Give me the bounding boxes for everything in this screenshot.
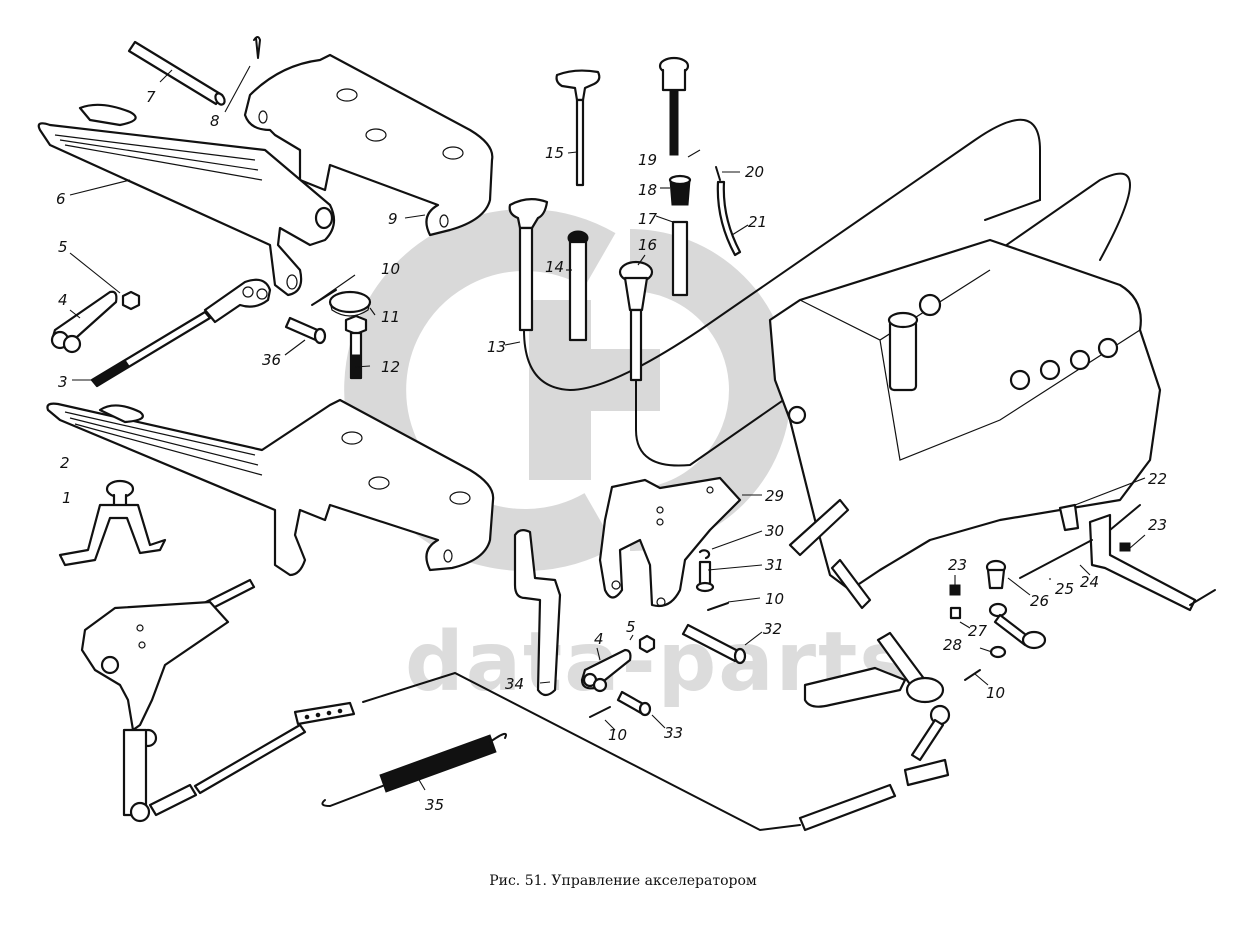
callout-11: 11: [381, 308, 400, 326]
callout-10-mid: 10: [765, 590, 784, 608]
callout-4-lower: 4: [594, 630, 604, 648]
callout-23-right: 23: [1148, 516, 1167, 534]
part-7-pin: [127, 40, 226, 106]
part-23-screw: [1119, 542, 1131, 552]
callout-8: 8: [210, 112, 220, 130]
part-16-choke-cable: [618, 172, 1131, 467]
callout-35: 35: [425, 796, 444, 814]
part-29-bracket: [598, 476, 742, 608]
callout-12: 12: [381, 358, 400, 376]
callout-36: 36: [262, 351, 281, 369]
part-6-accelerator-pedal: [37, 103, 336, 297]
callout-7: 7: [146, 88, 156, 106]
leader-lines: [69, 65, 1146, 791]
part-10-cotter-pin-3: [589, 706, 611, 718]
part-32-pin: [681, 623, 747, 665]
part-35-spring: [321, 732, 507, 808]
callout-2: 2: [60, 454, 70, 472]
part-20-wire: [715, 166, 721, 181]
part-28-nut: [989, 645, 1007, 659]
callout-27: 27: [968, 622, 988, 640]
callout-23-left: 23: [948, 556, 967, 574]
callout-13: 13: [487, 338, 506, 356]
part-4-clevis-2: [580, 648, 632, 693]
callout-19: 19: [638, 151, 657, 169]
part-11-cap: [328, 290, 372, 317]
part-36-bushing: [284, 316, 327, 345]
callout-9: 9: [388, 210, 398, 228]
callout-20: 20: [745, 163, 764, 181]
part-13-hand-throttle-cable: [508, 118, 1041, 392]
part-1-pedal-stop: [58, 479, 167, 567]
figure-caption: Рис. 51. Управление акселератором: [489, 873, 757, 889]
part-14-sleeve: [567, 230, 589, 342]
callout-15: 15: [545, 144, 564, 162]
part-22-clip: [1058, 503, 1080, 532]
part-5-nut: [121, 290, 141, 311]
part-4-clevis: [50, 290, 118, 354]
callout-5-lower: 5: [626, 618, 636, 636]
callout-10-right: 10: [986, 684, 1005, 702]
part-5-nut-2: [638, 634, 656, 654]
callout-28: 28: [943, 636, 962, 654]
pedal-assembly-lower: [46, 398, 495, 577]
callout-26: 26: [1030, 592, 1049, 610]
throttle-lever-assembly: [803, 631, 951, 787]
callout-4: 4: [58, 291, 68, 309]
callout-10-upper: 10: [381, 260, 400, 278]
callout-18: 18: [638, 181, 657, 199]
callout-6: 6: [56, 190, 66, 208]
part-10-cotter-pin-2: [707, 602, 729, 611]
part-27-sleeve: [949, 606, 962, 620]
callout-29: 29: [765, 487, 784, 505]
callout-34: 34: [505, 675, 524, 693]
part-34-lever: [513, 528, 562, 697]
part-30-washer: [698, 549, 711, 560]
callout-31: 31: [765, 556, 784, 574]
callout-14: 14: [545, 258, 564, 276]
part-17-sleeve: [671, 220, 689, 297]
part-10-cotter-pin-4: [964, 669, 981, 681]
part-19-knob: [658, 56, 690, 156]
part-21-tube: [716, 180, 742, 257]
callout-33: 33: [664, 724, 683, 742]
callouts: 7 8 6 9 5 4 3 10 11 12 36 2 1 13 14 15 1…: [56, 88, 1167, 814]
part-24-bracket: [1088, 504, 1216, 612]
part-25-wire: [1019, 539, 1093, 579]
callout-10-lower: 10: [608, 726, 627, 744]
part-3-adjusting-rod: [90, 278, 272, 388]
part-23-screw-2: [949, 584, 961, 596]
part-8-cotter-pin: [253, 36, 262, 59]
part-33-pin: [616, 690, 652, 717]
part-18-bushing: [668, 174, 692, 206]
callout-17: 17: [638, 210, 658, 228]
part-15-knob: [555, 69, 601, 187]
callout-22: 22: [1148, 470, 1167, 488]
callout-16: 16: [638, 236, 657, 254]
part-26-plug: [985, 559, 1007, 590]
callout-30: 30: [765, 522, 784, 540]
engine-block: [768, 238, 1162, 610]
callout-25: 25: [1055, 580, 1074, 598]
part-26-lever: [988, 602, 1047, 650]
callout-5: 5: [58, 238, 68, 256]
lower-linkage: [80, 578, 897, 832]
part-9-pedal-bracket: [243, 53, 494, 237]
callout-21: 21: [748, 213, 767, 231]
part-31-bolt: [695, 560, 715, 593]
callout-1: 1: [62, 489, 72, 507]
callout-24: 24: [1080, 573, 1099, 591]
callout-3: 3: [58, 373, 68, 391]
watermark-logo: [344, 209, 791, 571]
callout-32: 32: [763, 620, 782, 638]
